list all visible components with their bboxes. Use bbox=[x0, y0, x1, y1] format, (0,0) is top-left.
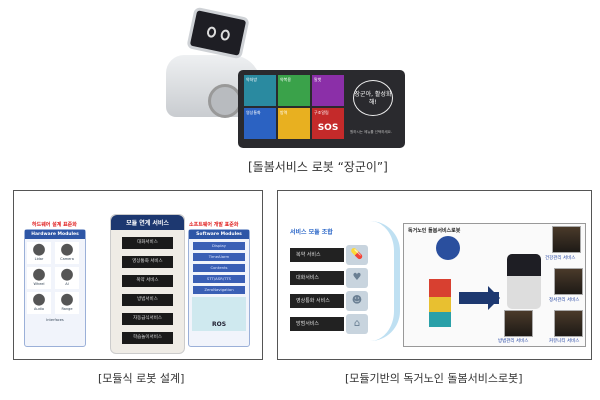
arrow-head bbox=[488, 286, 500, 310]
hw-item: AI bbox=[55, 267, 79, 289]
tile-5: 방역 bbox=[278, 108, 310, 139]
home-icon: ⌂ bbox=[346, 314, 368, 334]
robot-eye bbox=[219, 28, 231, 42]
hw-item: Camera bbox=[55, 242, 79, 264]
screen-footer: 원하시는 메뉴를 선택하세요. bbox=[350, 130, 392, 134]
center-title: 모듈 연계 서비스 bbox=[111, 215, 184, 230]
center-services: 모듈 연계 서비스 대화서비스 영상통화 서비스 복약 서비스 방범서비스 자동… bbox=[110, 214, 185, 354]
hw-item: Lidar bbox=[27, 242, 51, 264]
robot-screen: 약처방 약복용 말벗 영상통화 방역 구조알림 SOS 장군아, 활성화해! 원… bbox=[238, 70, 405, 148]
tile-6: 구조알림 SOS bbox=[312, 108, 344, 139]
photo-security bbox=[504, 310, 533, 337]
hw-item: Wheel bbox=[27, 267, 51, 289]
merge-arrow bbox=[370, 221, 400, 341]
software-header: Software Modules bbox=[189, 230, 249, 239]
heart-icon: ♥ bbox=[346, 268, 368, 288]
robot-logo bbox=[436, 236, 460, 260]
sw-item: Display bbox=[193, 242, 245, 250]
module-item: 대화서비스 bbox=[290, 271, 344, 285]
robot-head bbox=[186, 6, 250, 60]
modular-design-panel: 하드웨어 설계 표준화 소프트웨어 개발 표준화 Hardware Module… bbox=[13, 190, 263, 360]
robot-wheel bbox=[208, 84, 242, 118]
photo-emotion bbox=[554, 268, 583, 295]
ros-logo: ROS bbox=[192, 297, 246, 331]
module-item: 복약 서비스 bbox=[290, 248, 344, 262]
software-modules: Software Modules Display TimeAlarm Conte… bbox=[188, 229, 250, 347]
people-icon: ☻ bbox=[346, 291, 368, 311]
tile-1: 약처방 bbox=[244, 75, 276, 106]
tile-2: 약복용 bbox=[278, 75, 310, 106]
sw-item: TimeAlarm bbox=[193, 253, 245, 261]
left-caption: [모듈식 로봇 설계] bbox=[98, 372, 185, 385]
output-label: 건강관리 서비스 bbox=[545, 256, 576, 261]
service-item: 학습놀이서비스 bbox=[122, 332, 173, 344]
combo-title: 서비스 모듈 조합 bbox=[290, 229, 333, 236]
module-item: 영상통화 서비스 bbox=[290, 294, 344, 308]
robot-box: 독거노인 돌봄서비스로봇 건강관리 서비스 정서관리 서비스 방범관리 서비스 … bbox=[403, 223, 586, 347]
hw-item: Range bbox=[55, 292, 79, 314]
service-item: 방범서비스 bbox=[122, 294, 173, 306]
block-red bbox=[429, 279, 451, 297]
module-item: 방범서비스 bbox=[290, 317, 344, 331]
hw-item: Audio bbox=[27, 292, 51, 314]
sw-item: Contents bbox=[193, 264, 245, 272]
hardware-header: Hardware Modules bbox=[25, 230, 85, 239]
output-label: 방범관리 서비스 bbox=[498, 339, 529, 344]
hw-title: 하드웨어 설계 표준화 bbox=[32, 222, 77, 228]
sos-label: SOS bbox=[317, 123, 339, 133]
photo-health bbox=[552, 226, 581, 253]
tile-6-label: 구조알림 bbox=[314, 110, 329, 115]
output-label: 정서관리 서비스 bbox=[549, 298, 580, 303]
block-yellow bbox=[429, 297, 451, 312]
service-item: 대화서비스 bbox=[122, 237, 173, 249]
top-caption: [돌봄서비스 로봇 “장군이”] bbox=[248, 160, 388, 174]
photo-community bbox=[554, 310, 583, 337]
pill-icon: 💊 bbox=[346, 245, 368, 265]
speech-bubble: 장군아, 활성화해! bbox=[353, 80, 393, 116]
care-robot bbox=[507, 254, 541, 309]
care-robot-panel: 서비스 모듈 조합 복약 서비스 💊 대화서비스 ♥ 영상통화 서비스 ☻ 방범… bbox=[277, 190, 592, 360]
right-caption: [모듈기반의 독거노인 돌봄서비스로봇] bbox=[345, 372, 523, 385]
service-item: 영상통화 서비스 bbox=[122, 256, 173, 268]
sw-title: 소프트웨어 개발 표준화 bbox=[189, 222, 239, 228]
tile-4: 영상통화 bbox=[244, 108, 276, 139]
output-label: 커뮤니티 서비스 bbox=[549, 339, 580, 344]
block-teal bbox=[429, 312, 451, 327]
sw-item: ZeroNavigation bbox=[193, 286, 245, 294]
service-item: 자동급식서비스 bbox=[122, 313, 173, 325]
service-item: 복약 서비스 bbox=[122, 275, 173, 287]
robot-box-title: 독거노인 돌봄서비스로봇 bbox=[408, 228, 461, 234]
sw-item: STT/ASR/TTS bbox=[193, 275, 245, 283]
tile-3: 말벗 bbox=[312, 75, 344, 106]
hw-item: Interfaces bbox=[46, 318, 64, 322]
robot-eye bbox=[205, 25, 218, 39]
